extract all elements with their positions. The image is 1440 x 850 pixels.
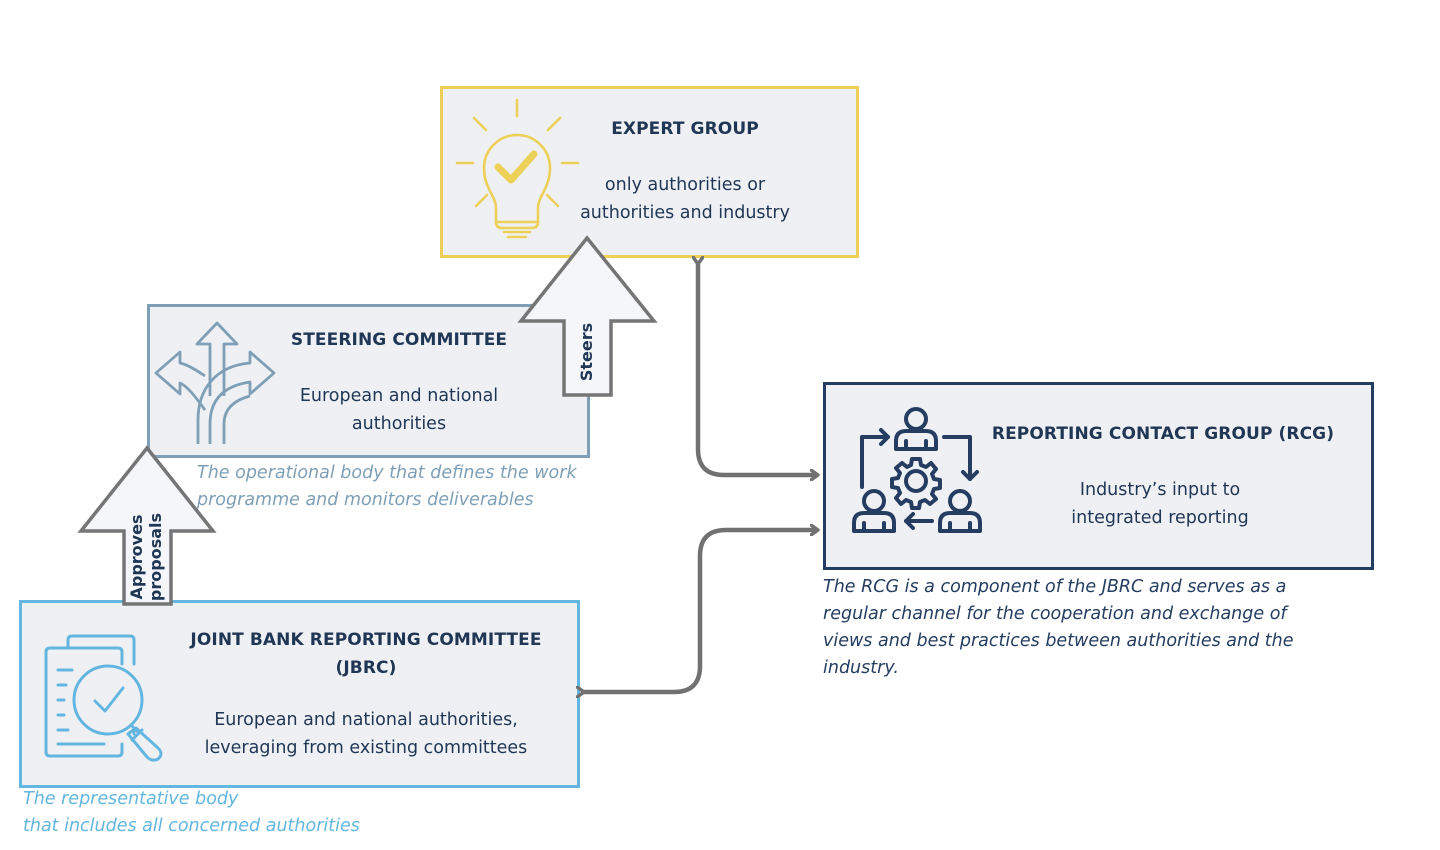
jbrc-note-line1: The representative body <box>23 789 239 809</box>
approves-proposals-label: Approves proposals <box>127 508 167 606</box>
rcg-note-line2: regular channel for the cooperation and … <box>823 604 1287 624</box>
steering-note-line1: The operational body that defines the wo… <box>197 463 577 483</box>
connector-jbrc-rcg <box>584 530 818 692</box>
jbrc-title-line1: JOINT BANK REPORTING COMMITTEE <box>190 630 542 650</box>
jbrc-line2: leveraging from existing committees <box>204 738 528 758</box>
expert-group-box <box>440 86 859 258</box>
expert-group-description: only authorities or authorities and indu… <box>555 171 815 227</box>
jbrc-note: The representative body that includes al… <box>23 786 443 840</box>
rcg-description: Industry’s input to integrated reporting <box>1030 476 1290 532</box>
steering-note-line2: programme and monitors deliverables <box>197 490 534 510</box>
jbrc-title-line2: (JBRC) <box>335 658 397 678</box>
jbrc-description: European and national authorities, lever… <box>186 706 546 762</box>
team-cycle-gear-icon <box>852 407 982 533</box>
jbrc-title: JOINT BANK REPORTING COMMITTEE (JBRC) <box>176 626 556 682</box>
rcg-note-line1: The RCG is a component of the JBRC and s… <box>823 577 1287 597</box>
lightbulb-check-icon <box>455 98 580 239</box>
rcg-note: The RCG is a component of the JBRC and s… <box>823 574 1343 682</box>
rcg-note-line4: industry. <box>823 658 899 678</box>
steering-committee-line2: authorities <box>351 414 447 434</box>
steers-label: Steers <box>577 322 596 382</box>
rcg-line1: Industry’s input to <box>1079 480 1241 500</box>
steering-committee-description: European and national authorities <box>276 382 522 438</box>
document-magnifier-check-icon <box>44 634 163 762</box>
approves-block-arrow <box>77 445 217 606</box>
steering-committee-line1: European and national <box>299 386 499 406</box>
rcg-title: REPORTING CONTACT GROUP (RCG) <box>991 424 1335 444</box>
steering-committee-box <box>147 304 590 458</box>
steering-committee-note: The operational body that defines the wo… <box>197 460 597 514</box>
approves-label-line1: Approves <box>127 514 146 600</box>
expert-group-line2: authorities and industry <box>580 203 790 223</box>
expert-group-title: EXPERT GROUP <box>611 119 759 139</box>
expert-group-line1: only authorities or <box>604 175 766 195</box>
steering-committee-title: STEERING COMMITTEE <box>290 330 508 350</box>
rcg-line2: integrated reporting <box>1071 508 1249 528</box>
approves-label-line2: proposals <box>146 512 165 602</box>
jbrc-note-line2: that includes all concerned authorities <box>23 816 360 836</box>
connector-expert-rcg <box>698 264 818 475</box>
jbrc-line1: European and national authorities, <box>214 710 518 730</box>
rcg-note-line3: views and best practices between authori… <box>823 631 1294 651</box>
steers-block-arrow <box>517 235 658 397</box>
split-arrows-icon <box>154 321 276 444</box>
rcg-box <box>823 382 1374 570</box>
